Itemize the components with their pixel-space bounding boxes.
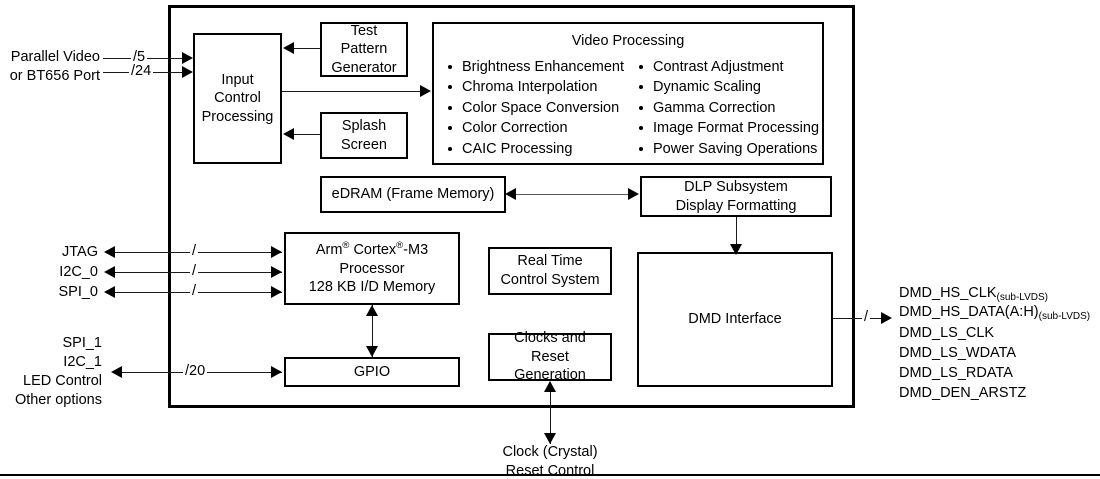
arrowhead-tpg-to-icp: [283, 42, 294, 54]
wire-splash-to-icp: [294, 134, 320, 135]
wire-arm-to-gpio: [372, 305, 373, 357]
bus-width-5: /5: [131, 49, 148, 65]
wire-edram-dlp: [512, 194, 636, 195]
signal-label-dmd-ls-rdata: DMD_LS_RDATA: [899, 365, 1013, 381]
arrowhead-spi-0-out: [104, 286, 115, 298]
block-splash-screen-label: Splash Screen: [341, 117, 387, 153]
block-arm-cortex-m3[interactable]: Arm® Cortex®-M3 Processor 128 KB I/D Mem…: [284, 232, 460, 305]
block-dlp-subsystem-display-formatting[interactable]: DLP Subsystem Display Formatting: [640, 176, 832, 217]
arrowhead-jtag-out: [104, 246, 115, 258]
arrowhead-dlp-to-dmd-interface: [730, 244, 742, 255]
wire-icp-to-video-processing: [282, 91, 426, 92]
signal-label-dmd-ls-clk: DMD_LS_CLK: [899, 325, 995, 341]
block-gpio[interactable]: GPIO: [284, 357, 460, 387]
port-label-misc-io: SPI_1 I2C_1 LED Control Other options: [14, 335, 102, 408]
port-label-spi-0: SPI_0: [58, 284, 99, 300]
video-processing-item: Contrast Adjustment: [637, 57, 822, 78]
video-processing-right-column: Contrast Adjustment Dynamic Scaling Gamm…: [637, 57, 822, 160]
arrowhead-clock-into-chip: [544, 381, 556, 392]
wire-video-5-inner: [168, 58, 188, 59]
block-test-pattern-generator[interactable]: Test Pattern Generator: [320, 22, 408, 77]
block-video-processing-title: Video Processing: [571, 33, 685, 49]
block-splash-screen[interactable]: Splash Screen: [320, 112, 408, 159]
block-edram-frame-memory[interactable]: eDRAM (Frame Memory): [320, 176, 506, 213]
arrowhead-misc-io-out: [111, 366, 122, 378]
port-label-parallel-video: Parallel Video or BT656 Port: [9, 49, 100, 84]
video-processing-item: Color Space Conversion: [446, 98, 631, 119]
video-processing-item: Color Correction: [446, 118, 631, 139]
arrowhead-icp-to-video-processing: [420, 85, 431, 97]
arrowhead-jtag-in: [271, 246, 282, 258]
video-processing-item: CAIC Processing: [446, 139, 631, 160]
arrowhead-video-5: [182, 52, 193, 64]
block-real-time-control-system-label: Real Time Control System: [500, 253, 600, 288]
port-label-i2c-0: I2C_0: [59, 264, 98, 280]
block-dlp-subsystem-label: DLP Subsystem Display Formatting: [675, 178, 797, 214]
arrowhead-i2c-0-out: [104, 266, 115, 278]
arrowhead-i2c-0-in: [271, 266, 282, 278]
block-arm-cortex-m3-text: Arm® Cortex®-M3 Processor 128 KB I/D Mem…: [305, 240, 440, 296]
wire-dmd-out: [833, 318, 883, 319]
bus-width-i2c-0: /: [190, 263, 199, 279]
block-gpio-label: GPIO: [353, 363, 391, 380]
block-input-control-processing[interactable]: Input Control Processing: [193, 33, 282, 164]
block-dmd-interface[interactable]: DMD Interface: [637, 252, 833, 387]
block-test-pattern-generator-label: Test Pattern Generator: [331, 22, 397, 76]
arrowhead-gpio-to-arm: [366, 305, 378, 316]
block-video-processing[interactable]: Video Processing Brightness Enhancement …: [432, 22, 824, 165]
block-clocks-and-reset-generation[interactable]: Clocks and Reset Generation: [488, 330, 612, 383]
wire-dlp-to-dmd-interface: [736, 217, 737, 252]
device-boundary: [168, 5, 855, 408]
arrowhead-dlp-to-edram: [505, 188, 516, 200]
wire-clock-reset: [550, 382, 551, 444]
video-processing-left-column: Brightness Enhancement Chroma Interpolat…: [446, 57, 631, 160]
arrowhead-dmd-out: [881, 312, 892, 324]
signal-label-dmd-ls-wdata: DMD_LS_WDATA: [899, 345, 1017, 361]
arm-core-line-1: Arm® Cortex®-M3: [315, 240, 429, 259]
video-processing-item: Brightness Enhancement: [446, 57, 631, 78]
signal-label-dmd-hs-data: DMD_HS_DATA(A:H)(sub-LVDS): [899, 304, 1091, 322]
port-label-jtag: JTAG: [62, 244, 98, 260]
block-input-control-processing-label: Input Control Processing: [201, 71, 274, 125]
video-processing-item: Chroma Interpolation: [446, 77, 631, 98]
bus-width-spi-0: /: [190, 283, 199, 299]
arrowhead-misc-io-in: [271, 366, 282, 378]
registered-mark-icon: ®: [342, 240, 350, 252]
figure-bottom-rule: [0, 474, 1100, 476]
wire-video-24-inner: [168, 72, 188, 73]
wire-tpg-to-icp: [294, 48, 320, 49]
video-processing-item: Gamma Correction: [637, 98, 822, 119]
arrowhead-edram-to-dlp: [628, 188, 639, 200]
video-processing-item: Image Format Processing: [637, 118, 822, 139]
arm-core-lines-2-3: Processor 128 KB I/D Memory: [308, 260, 436, 296]
block-edram-frame-memory-label: eDRAM (Frame Memory): [331, 186, 495, 203]
bus-width-jtag: /: [190, 243, 199, 259]
signal-label-dmd-den-arstz: DMD_DEN_ARSTZ: [899, 385, 1027, 401]
bus-width-misc-io: /20: [183, 363, 208, 379]
bus-width-24: /24: [129, 63, 154, 79]
arrowhead-arm-to-gpio: [366, 346, 378, 357]
arrowhead-spi-0-in: [271, 286, 282, 298]
block-real-time-control-system[interactable]: Real Time Control System: [488, 247, 612, 295]
arrowhead-splash-to-icp: [283, 128, 294, 140]
arrowhead-video-24: [182, 66, 193, 78]
block-clocks-and-reset-generation-label: Clocks and Reset Generation: [514, 330, 586, 384]
video-processing-item: Dynamic Scaling: [637, 77, 822, 98]
video-processing-item: Power Saving Operations: [637, 139, 822, 160]
registered-mark-icon: ®: [396, 240, 404, 252]
block-dmd-interface-label: DMD Interface: [688, 311, 782, 328]
arrowhead-clock-out-of-chip: [544, 433, 556, 444]
bus-width-dmd: /: [862, 309, 871, 325]
signal-label-dmd-hs-clk: DMD_HS_CLK(sub-LVDS): [899, 285, 1048, 303]
